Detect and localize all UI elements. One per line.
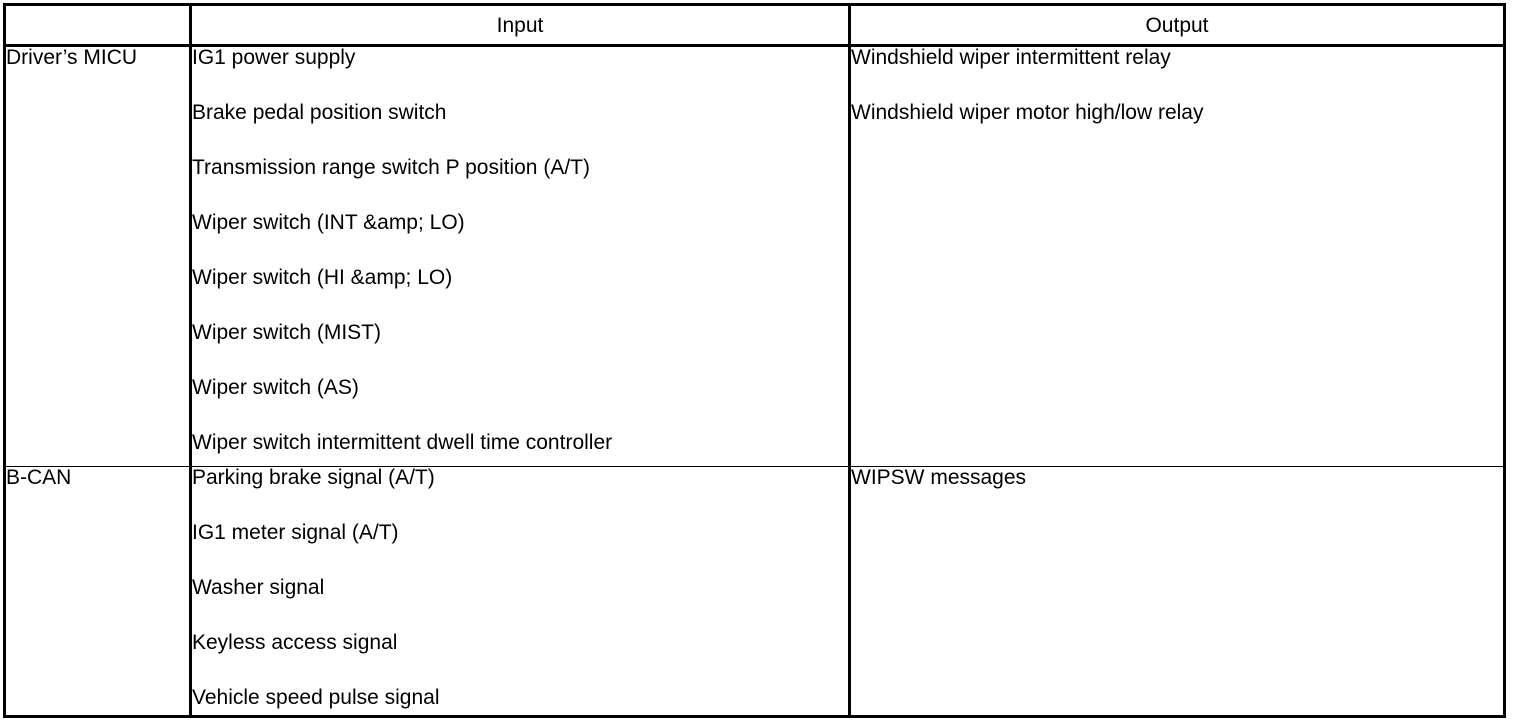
list-item: Keyless access signal	[192, 630, 398, 654]
input-item-list: Parking brake signal (A/T) IG1 meter sig…	[192, 467, 848, 708]
list-item: Brake pedal position switch	[192, 101, 447, 124]
list-item: Wiper switch (AS)	[192, 376, 359, 399]
column-header-output: Output	[849, 4, 1505, 47]
cell-input-list: Parking brake signal (A/T) IG1 meter sig…	[190, 465, 851, 717]
cell-ecu-name: B-CAN	[4, 465, 192, 717]
list-item: Windshield wiper motor high/low relay	[851, 101, 1204, 124]
list-item: Parking brake signal (A/T)	[192, 465, 435, 489]
list-item: Wiper switch (HI &amp; LO)	[192, 266, 453, 289]
column-header-input: Input	[190, 4, 851, 47]
list-item: WIPSW messages	[851, 465, 1027, 489]
table-body: Driver’s MICU IG1 power supply Brake ped…	[4, 45, 1505, 717]
list-item: Washer signal	[192, 575, 325, 599]
table-row: B-CAN Parking brake signal (A/T) IG1 met…	[4, 465, 1505, 717]
table-row: Driver’s MICU IG1 power supply Brake ped…	[4, 45, 1505, 467]
list-item: Wiper switch intermittent dwell time con…	[192, 431, 613, 454]
output-item-list: Windshield wiper intermittent relay Wind…	[851, 47, 1503, 123]
list-item: Transmission range switch P position (A/…	[192, 156, 590, 179]
cell-input-list: IG1 power supply Brake pedal position sw…	[190, 45, 851, 467]
list-item: Wiper switch (INT &amp; LO)	[192, 211, 465, 234]
list-item: Wiper switch (MIST)	[192, 321, 381, 344]
cell-output-list: Windshield wiper intermittent relay Wind…	[850, 46, 1505, 467]
cell-ecu-name: Driver’s MICU	[4, 45, 192, 467]
cell-output-list: WIPSW messages	[849, 465, 1505, 717]
list-item: Windshield wiper intermittent relay	[851, 46, 1171, 69]
list-item: Vehicle speed pulse signal	[192, 685, 440, 709]
list-item: IG1 meter signal (A/T)	[192, 520, 399, 544]
list-item: IG1 power supply	[192, 46, 356, 69]
input-output-table: Input Output Driver’s MICU IG1 power sup…	[3, 3, 1506, 718]
column-header-ecu	[4, 4, 192, 47]
output-item-list: WIPSW messages	[851, 467, 1503, 488]
table-header-row: Input Output	[4, 4, 1505, 47]
input-item-list: IG1 power supply Brake pedal position sw…	[192, 47, 848, 453]
table-header: Input Output	[4, 4, 1505, 47]
